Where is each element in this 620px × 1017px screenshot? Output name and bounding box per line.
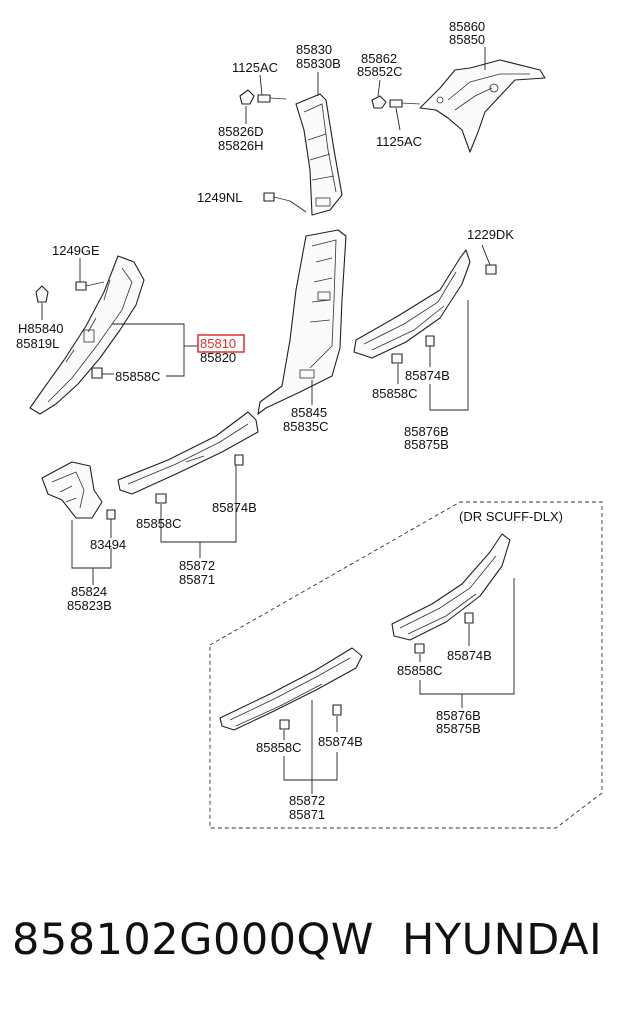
label-85858c-rear: 85858C: [372, 386, 418, 401]
leader-bracket: [160, 465, 237, 558]
label-1229dk: 1229DK: [467, 227, 514, 242]
leader-bracket: [397, 300, 469, 411]
label-1125ac-right: 1125AC: [376, 134, 422, 149]
leader-bracket: [419, 578, 515, 708]
front-pillar-trim-part: [29, 255, 145, 415]
label-85845: 85845: [291, 405, 327, 420]
label-85858c-front: 85858C: [115, 369, 161, 384]
label-85858c-dlx-rear: 85858C: [397, 663, 443, 678]
part-number: 858102G000QW: [12, 915, 374, 965]
label-1249nl: 1249NL: [197, 190, 243, 205]
clip-85874b-rear: [425, 335, 435, 347]
clip-85862: [371, 95, 387, 109]
label-85862: 85862: [361, 51, 397, 66]
rear-quarter-trim-part: [419, 59, 546, 153]
label-83494: 83494: [90, 537, 126, 552]
label-85872-dlx: 85872: [289, 793, 325, 808]
center-pillar-lower-trim-part: [257, 229, 347, 415]
clip-85874b-dlx-rear: [464, 612, 474, 624]
label-85872-front: 85872: [179, 558, 215, 573]
label-85875b-dlx: 85875B: [436, 721, 481, 736]
bolt-1229dk: [485, 264, 497, 275]
leader-line: [377, 79, 381, 97]
bolt-1125ac-top: [257, 94, 287, 103]
label-85876b-rear: 85876B: [404, 424, 449, 439]
footer: 858102G000QW HYUNDAI: [0, 905, 620, 975]
clip-85858c-dlx-rear: [414, 643, 425, 654]
center-pillar-upper-trim-part: [295, 93, 343, 216]
label-1125ac-top: 1125AC: [232, 60, 278, 75]
clip-85826d: [239, 89, 255, 105]
label-85850: 85850: [449, 32, 485, 47]
leader-line: [481, 244, 491, 266]
label-85874b-dlx-front: 85874B: [318, 734, 363, 749]
label-1249ge: 1249GE: [52, 243, 100, 258]
label-85830b: 85830B: [296, 56, 341, 71]
label-85820: 85820: [200, 350, 236, 365]
clip-85874b-front-scuff: [234, 454, 244, 466]
bolt-1249ge: [75, 281, 105, 291]
label-85871-front: 85871: [179, 572, 215, 587]
rear-door-scuff-part: [353, 249, 471, 359]
label-h85840: H85840: [18, 321, 64, 336]
label-85826h: 85826H: [218, 138, 264, 153]
leader-bracket: [71, 519, 112, 585]
clip-85858c-front-scuff: [155, 493, 167, 504]
clip-85874b-dlx-front: [332, 704, 342, 716]
bolt-1125ac-right: [389, 99, 421, 108]
dlx-group-border: [209, 501, 603, 829]
leader-line: [289, 200, 307, 213]
clip-83494: [106, 509, 116, 520]
label-85874b-rear: 85874B: [405, 368, 450, 383]
parts-diagram: 85860 85850 85830 85830B 1125AC 85862 85…: [16, 19, 603, 829]
label-85819l: 85819L: [16, 336, 59, 351]
label-85858c-front-scuff: 85858C: [136, 516, 182, 531]
leader-bracket: [283, 700, 338, 794]
trim-bracket-part: [41, 461, 103, 519]
label-85876b-dlx: 85876B: [436, 708, 481, 723]
label-85874b-front-scuff: 85874B: [212, 500, 257, 515]
leader-line: [259, 74, 263, 96]
clip-85858c-dlx-front: [279, 719, 290, 730]
clip-h85840: [35, 285, 49, 303]
dlx-front-scuff-part: [219, 647, 363, 731]
label-85810: 85810: [200, 336, 236, 351]
bolt-1249nl: [263, 192, 291, 202]
highlight-box-85810: [197, 334, 245, 353]
front-door-scuff-part: [117, 411, 259, 495]
label-85826d: 85826D: [218, 124, 264, 139]
label-85875b-rear: 85875B: [404, 437, 449, 452]
leader-bracket: [112, 323, 185, 377]
leader-line: [395, 107, 401, 131]
label-85835c: 85835C: [283, 419, 329, 434]
label-85823b: 85823B: [67, 598, 112, 613]
label-85871-dlx: 85871: [289, 807, 325, 822]
dlx-rear-scuff-part: [391, 533, 511, 641]
label-85824: 85824: [71, 584, 107, 599]
label-dr-scuff-dlx: (DR SCUFF-DLX): [459, 509, 563, 524]
clip-85858c-rear: [391, 353, 403, 364]
label-85830: 85830: [296, 42, 332, 57]
label-85858c-dlx-front: 85858C: [256, 740, 302, 755]
brand-name: HYUNDAI: [402, 915, 603, 965]
label-85874b-dlx-rear: 85874B: [447, 648, 492, 663]
clip-85858c-front: [91, 367, 103, 379]
label-85852c: 85852C: [357, 64, 403, 79]
label-85860: 85860: [449, 19, 485, 34]
